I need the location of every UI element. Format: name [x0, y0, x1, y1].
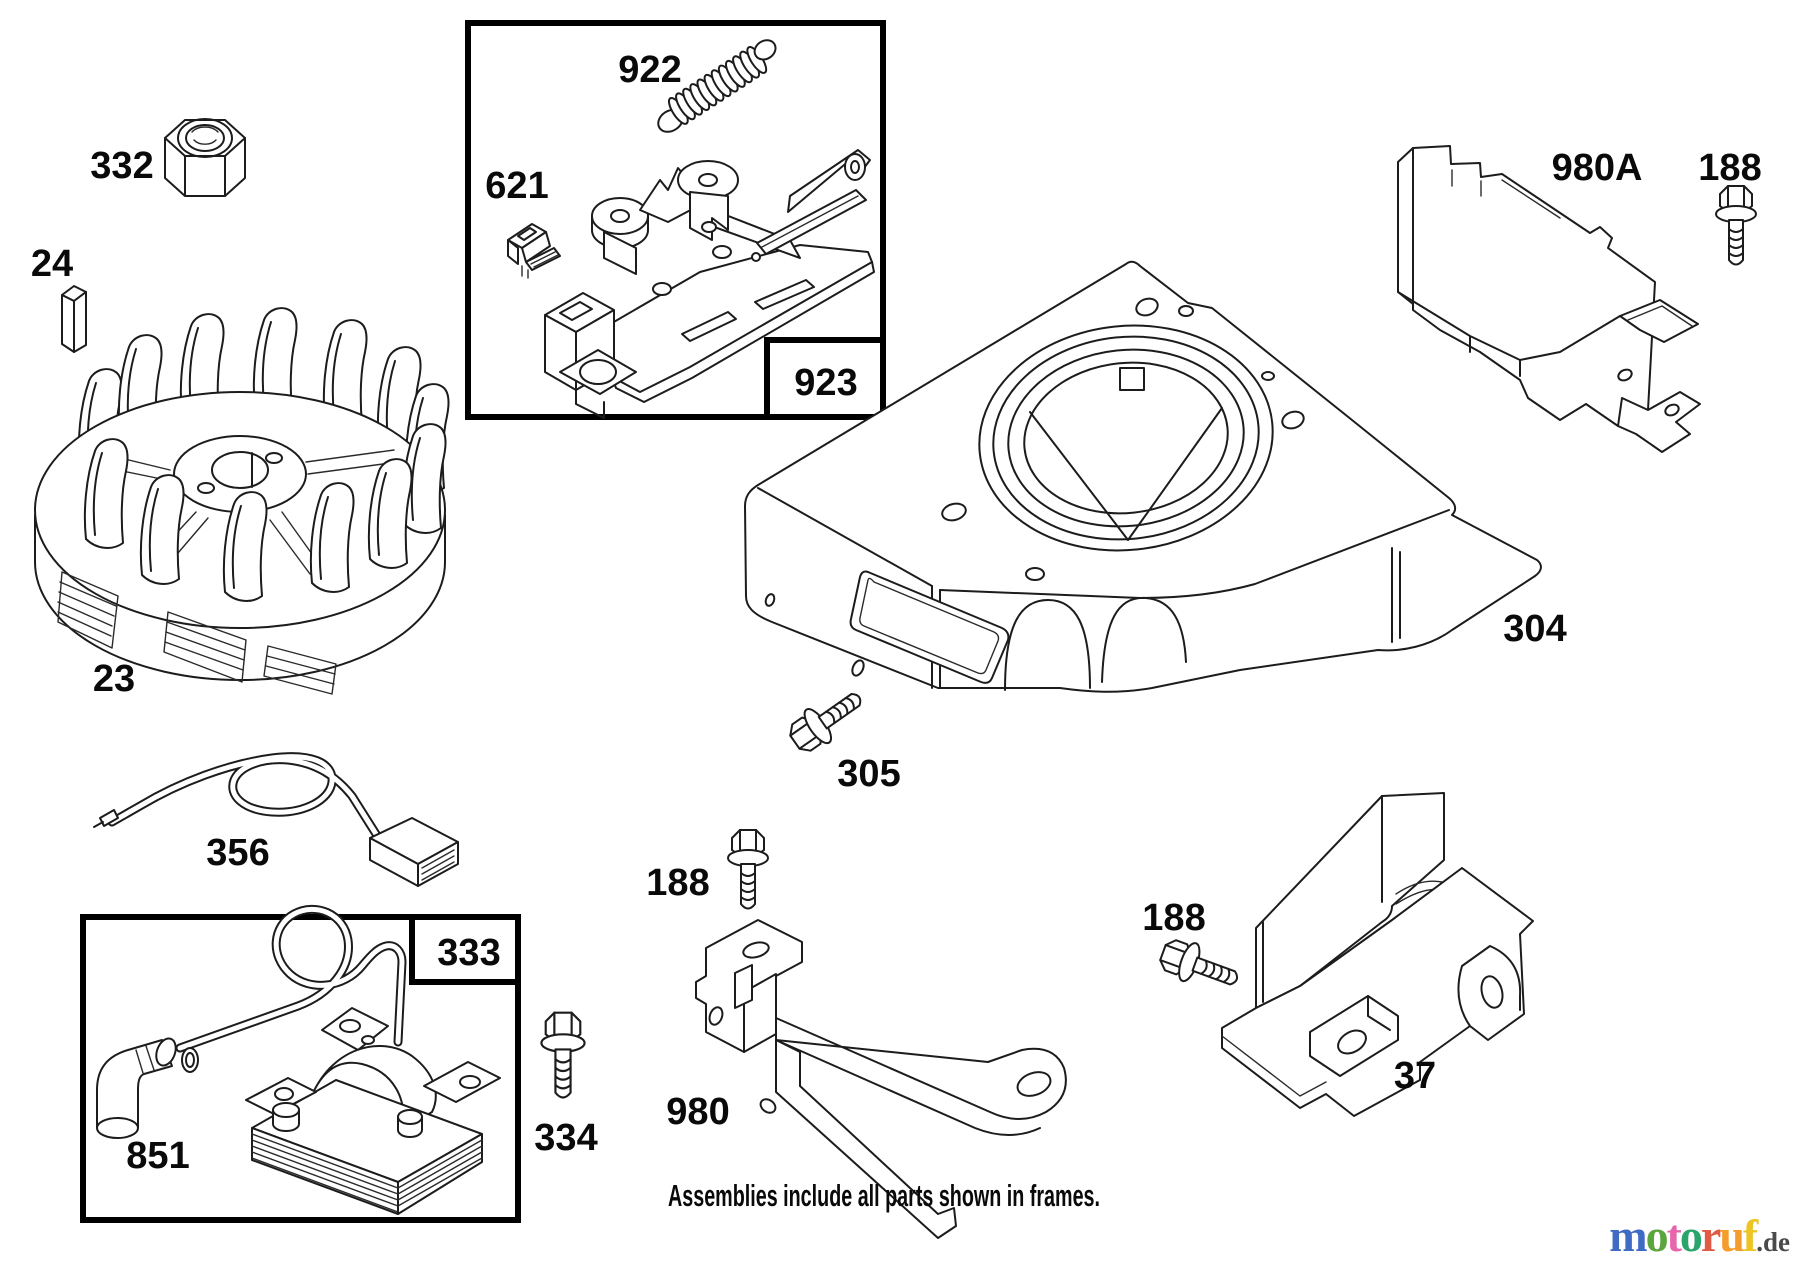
governor-spring-part [657, 39, 777, 133]
label-bolt-bracket-right: 188 [1142, 897, 1205, 939]
stop-wire-part [93, 752, 459, 887]
logo-suffix: .de [1756, 1227, 1790, 1257]
label-stop-wire: 356 [206, 832, 269, 874]
label-flywheel: 23 [93, 658, 135, 700]
label-cable-clip: 621 [485, 165, 548, 207]
assembly-frame-923-tag [764, 337, 886, 420]
logo-letter: o [1679, 1210, 1703, 1261]
bolt-188-right-part [1155, 932, 1245, 1000]
label-ignition-box: 333 [437, 932, 500, 974]
flywheel-key-part [61, 285, 87, 353]
logo-letter: m [1609, 1210, 1647, 1261]
label-flywheel-key: 24 [31, 243, 73, 285]
bolt-334-part [540, 1011, 586, 1099]
bracket-980-part [695, 919, 1067, 1239]
logo-letter: o [1645, 1210, 1669, 1261]
logo-letter: t [1666, 1210, 1682, 1261]
ignition-coil-part [96, 904, 501, 1215]
label-bolt-housing: 305 [837, 753, 900, 795]
nut-part [164, 118, 246, 197]
blower-housing-part [744, 260, 1542, 693]
bolt-188-mid-part [727, 829, 769, 910]
label-governor-spring: 922 [618, 49, 681, 91]
brake-assembly-part [544, 149, 875, 419]
label-bracket-mid: 980 [666, 1091, 729, 1133]
logo-letter: r [1700, 1210, 1721, 1261]
motoruf-logo[interactable]: motoruf.de [1609, 1213, 1790, 1259]
assembly-frame-923 [465, 20, 886, 420]
logo-letter: u [1719, 1210, 1745, 1261]
bracket-980a-part [1397, 145, 1701, 453]
label-spark-plug-boot: 851 [126, 1135, 189, 1177]
assembly-frame-333 [80, 914, 521, 1223]
bolt-305-part [782, 679, 872, 760]
label-bolt-bracket-mid: 188 [646, 862, 709, 904]
bracket-37-part [1221, 792, 1534, 1117]
label-brake-assembly: 923 [794, 362, 857, 404]
flywheel-part [34, 307, 450, 695]
label-nut: 332 [90, 145, 153, 187]
assembly-frame-333-tag [409, 914, 521, 985]
label-blower-housing: 304 [1503, 608, 1566, 650]
frames-caption: Assemblies include all parts shown in fr… [668, 1178, 1100, 1213]
logo-letter: f [1742, 1210, 1758, 1261]
cable-clip-part [507, 223, 561, 279]
label-bolt-ignition: 334 [534, 1117, 597, 1159]
label-bracket-980a: 980A [1552, 147, 1643, 189]
bolt-188-top-right-part [1715, 185, 1757, 266]
label-bolt-top-right: 188 [1698, 147, 1761, 189]
label-bracket-right: 37 [1394, 1055, 1436, 1097]
